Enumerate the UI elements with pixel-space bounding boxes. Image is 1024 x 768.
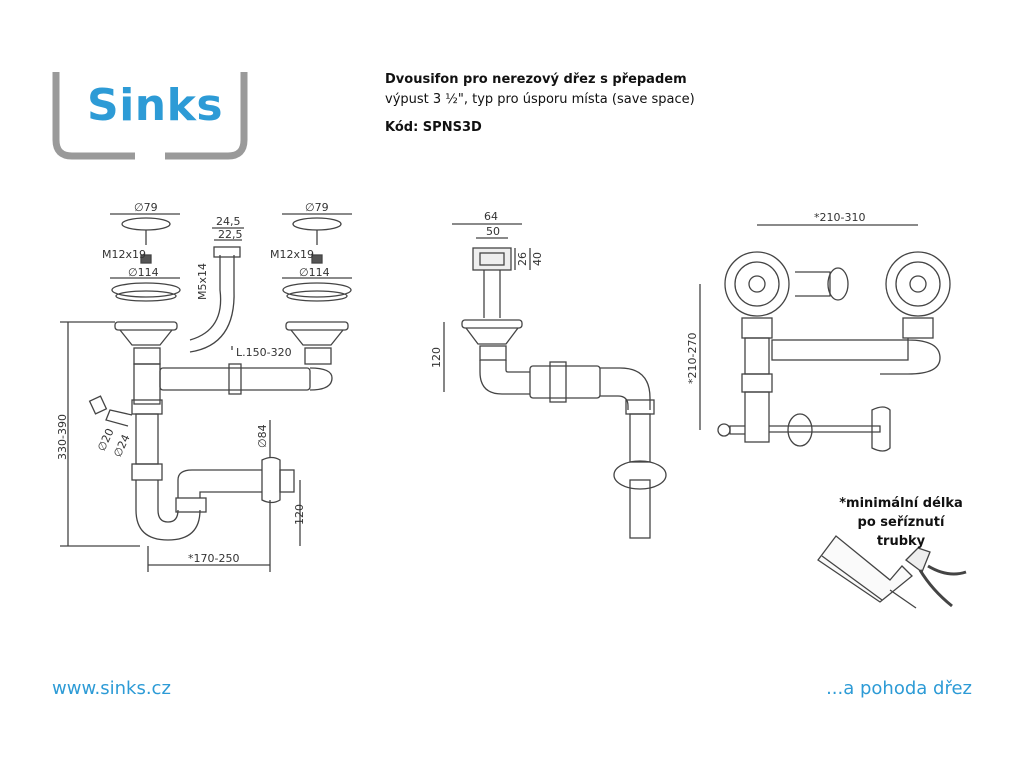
cutting-note-line2: po seříznutí trubky xyxy=(857,515,945,549)
pipe-cutter-illustration xyxy=(905,547,967,608)
dim-left-d114-a: ∅114 xyxy=(128,266,159,279)
footer-tagline: ...a pohoda dřez xyxy=(826,678,972,699)
dim-left-width: *170-250 xyxy=(188,552,239,565)
dim-left-m12-a: M12x19 xyxy=(102,248,146,261)
dim-left-d84: ∅84 xyxy=(256,424,269,448)
middle-view-drawing xyxy=(443,223,667,539)
brand-logo-text: Sinks xyxy=(87,80,224,131)
right-view-drawing xyxy=(699,224,951,452)
dim-left-d79-a: ∅79 xyxy=(134,201,158,214)
saw-illustration xyxy=(817,535,917,609)
dim-left-d79-b: ∅79 xyxy=(305,201,329,214)
dim-right-width: *210-310 xyxy=(814,211,865,224)
dim-middle-h40: 40 xyxy=(531,252,544,266)
dim-right-height: *210-270 xyxy=(686,333,699,384)
dim-middle-w50: 50 xyxy=(486,225,500,238)
product-subtitle: výpust 3 ½", typ pro úsporu místa (save … xyxy=(385,92,695,107)
cutting-note: *minimální délka po seříznutí trubky xyxy=(836,494,966,551)
dim-middle-h26: 26 xyxy=(516,252,529,266)
dim-left-h120: 120 xyxy=(293,504,306,525)
dim-left-hose-length: L.150-320 xyxy=(236,346,292,359)
product-title-block: Dvousifon pro nerezový dřez s přepadem v… xyxy=(385,70,695,138)
dim-middle-h120: 120 xyxy=(430,347,443,368)
dim-left-m12-b: M12x19 xyxy=(270,248,314,261)
dim-left-d114-b: ∅114 xyxy=(299,266,330,279)
product-code: Kód: SPNS3D xyxy=(385,120,482,135)
dim-left-height: 330-390 xyxy=(56,414,69,460)
cutting-note-line1: *minimální délka xyxy=(839,496,963,511)
dim-middle-w64: 64 xyxy=(484,210,498,223)
dim-left-m5: M5x14 xyxy=(196,263,209,300)
left-view-drawing xyxy=(60,213,352,572)
product-title: Dvousifon pro nerezový dřez s přepadem xyxy=(385,72,687,87)
logo-frame xyxy=(52,72,248,160)
dim-left-w245: 24,5 xyxy=(216,215,241,228)
dim-left-w225: 22,5 xyxy=(218,228,243,241)
footer-website-link[interactable]: www.sinks.cz xyxy=(52,678,171,699)
